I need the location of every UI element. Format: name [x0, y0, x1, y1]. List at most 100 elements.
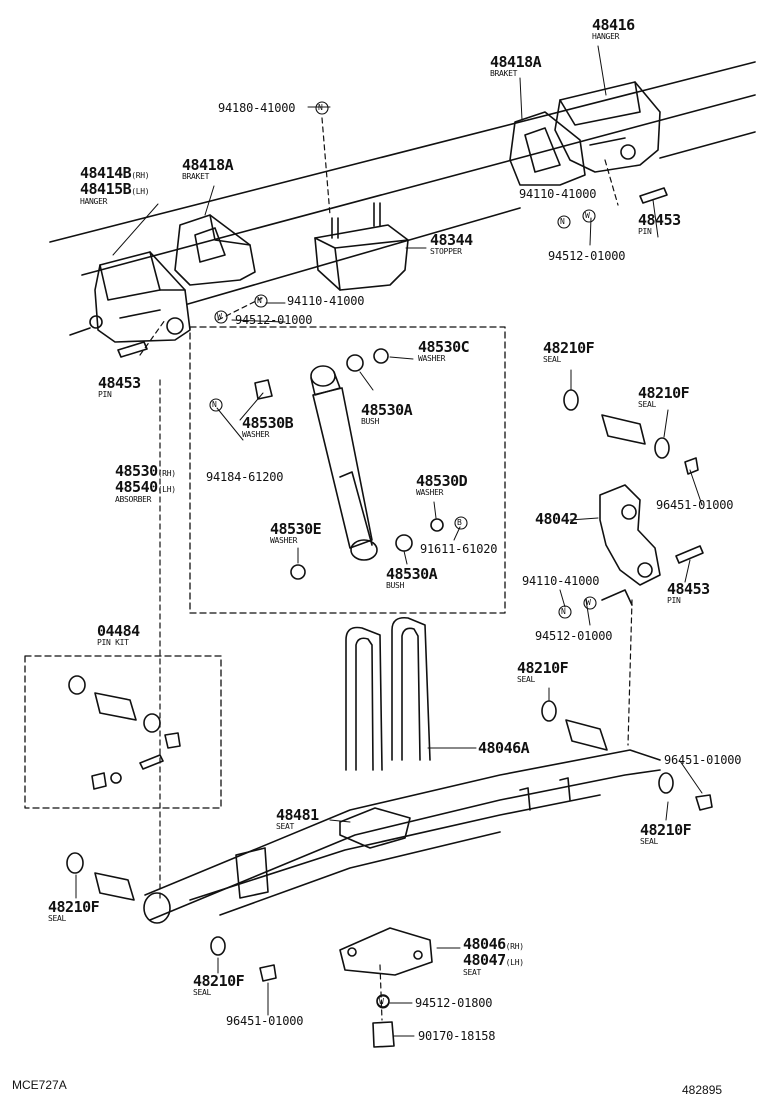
part-number: 48418A	[182, 156, 234, 174]
part-suffix: (RH)	[505, 942, 524, 951]
part-number: 48453	[667, 580, 710, 598]
part-number: 48414B	[80, 164, 132, 182]
part-name: BRAKET	[182, 172, 210, 181]
bracket-right	[509, 111, 586, 186]
part-label-48530: 48530(RH)	[115, 461, 176, 480]
part-label-48047: 48047(LH) SEAT	[463, 950, 524, 977]
part-number: 48540	[115, 478, 158, 496]
part-label-48453-left: 48453 PIN	[98, 376, 141, 399]
part-label-94184: 94184-61200	[206, 470, 284, 484]
part-number: 48530C	[418, 338, 470, 356]
part-number: 48046	[463, 935, 506, 953]
diagram-code-left: MCE727A	[12, 1078, 67, 1092]
nut-callout: N	[560, 217, 565, 226]
part-number: 04484	[97, 622, 140, 640]
part-number: 48415B	[80, 180, 132, 198]
part-label-48210f-6: 48210F SEAL	[193, 972, 245, 997]
part-name: SEAL	[638, 400, 657, 409]
part-label-48415b: 48415B(LH) HANGER	[80, 179, 150, 206]
part-number: 48210F	[193, 972, 245, 990]
part-name: HANGER	[592, 32, 620, 41]
stopper	[314, 202, 409, 291]
part-label-48210f-3: 48210F SEAL	[517, 659, 569, 684]
part-name: PIN	[667, 596, 681, 605]
frame-rail	[49, 61, 756, 336]
pin-kit-parts	[68, 675, 181, 790]
part-number: 48453	[98, 374, 141, 392]
part-label-48453-shackle: 48453 PIN	[667, 582, 710, 605]
u-bolts	[345, 616, 431, 771]
part-number: 48416	[592, 16, 635, 34]
part-label-48418a-left: 48418A BRAKET	[182, 156, 234, 181]
hanger-left	[89, 251, 191, 343]
part-label-96451-1: 96451-01000	[656, 498, 734, 512]
part-label-94180: 94180-41000	[218, 101, 296, 115]
part-name: BRAKET	[490, 69, 518, 78]
part-number: 48530	[115, 462, 158, 480]
part-label-96451-3: 96451-01000	[226, 1014, 304, 1028]
part-name: PIN	[98, 390, 112, 399]
part-label-94512-shackle: 94512-01000	[535, 629, 613, 643]
leaf-spring	[143, 749, 661, 924]
part-label-48530b: 48530B WASHER	[242, 414, 294, 439]
part-number: 48530A	[361, 401, 413, 419]
part-label-94512-bottom: 94512-01800	[415, 996, 493, 1010]
washer-callout: W	[379, 997, 384, 1006]
part-label-48210f-1: 48210F SEAL	[543, 341, 595, 364]
part-label-48046a: 48046A	[478, 739, 530, 757]
part-number: 48530D	[416, 472, 468, 490]
part-number: 48453	[638, 211, 681, 229]
part-label-48344: 48344 STOPPER	[430, 233, 473, 256]
washer-callout: W	[586, 598, 591, 607]
part-suffix: (LH)	[131, 187, 150, 196]
part-label-96451-2: 96451-01000	[664, 753, 742, 767]
part-name: BUSH	[361, 417, 380, 426]
part-name: SEAL	[517, 675, 536, 684]
part-label-48530c: 48530C WASHER	[418, 338, 470, 363]
part-label-48414b: 48414B(RH)	[80, 163, 150, 182]
part-suffix: (LH)	[157, 485, 176, 494]
part-number: 48530A	[386, 565, 438, 583]
part-suffix: (RH)	[131, 171, 150, 180]
part-label-48210f-4: 48210F SEAL	[640, 821, 692, 846]
part-suffix: (RH)	[157, 469, 176, 478]
part-name: SEAL	[48, 914, 67, 923]
part-number: 48047	[463, 951, 506, 969]
nut-callout: N	[257, 296, 262, 305]
part-name: SEAT	[463, 968, 482, 977]
part-number: 48418A	[490, 53, 542, 71]
part-label-94110-shackle: 94110-41000	[522, 574, 600, 588]
part-number: 48530B	[242, 414, 294, 432]
part-number: 48210F	[517, 659, 569, 677]
part-name: HANGER	[80, 197, 108, 206]
part-label-48530a-top: 48530A BUSH	[361, 401, 413, 426]
part-number: 48210F	[640, 821, 692, 839]
part-name: WASHER	[416, 488, 444, 497]
part-label-48046: 48046(RH)	[463, 934, 524, 953]
nut-callout: N	[561, 607, 566, 616]
nut-callout: N	[318, 103, 323, 112]
part-label-48418a-right: 48418A BRAKET	[490, 53, 542, 78]
part-name: WASHER	[270, 536, 298, 545]
pin-shapes	[117, 187, 704, 770]
part-name: SEAL	[543, 355, 562, 364]
pin-kit-box	[24, 655, 222, 809]
part-label-48530d: 48530D WASHER	[416, 472, 468, 497]
part-label-48530a-bottom: 48530A BUSH	[386, 565, 438, 590]
part-name: STOPPER	[430, 247, 462, 256]
part-name: BUSH	[386, 581, 405, 590]
part-number: 48210F	[638, 384, 690, 402]
spring-seat-bottom	[339, 927, 433, 976]
part-label-94512-right: 94512-01000	[548, 249, 626, 263]
part-number: 48210F	[48, 898, 100, 916]
part-label-94512-center: 94512-01000	[235, 313, 313, 327]
part-name: SEAL	[193, 988, 212, 997]
part-label-48042: 48042	[535, 510, 578, 528]
diagram-code-right: 482895	[682, 1083, 723, 1097]
part-label-90170: 90170-18158	[418, 1029, 496, 1043]
bolt-callout: B	[457, 518, 462, 527]
part-name: PIN	[638, 227, 652, 236]
washer-callout: W	[585, 211, 590, 220]
